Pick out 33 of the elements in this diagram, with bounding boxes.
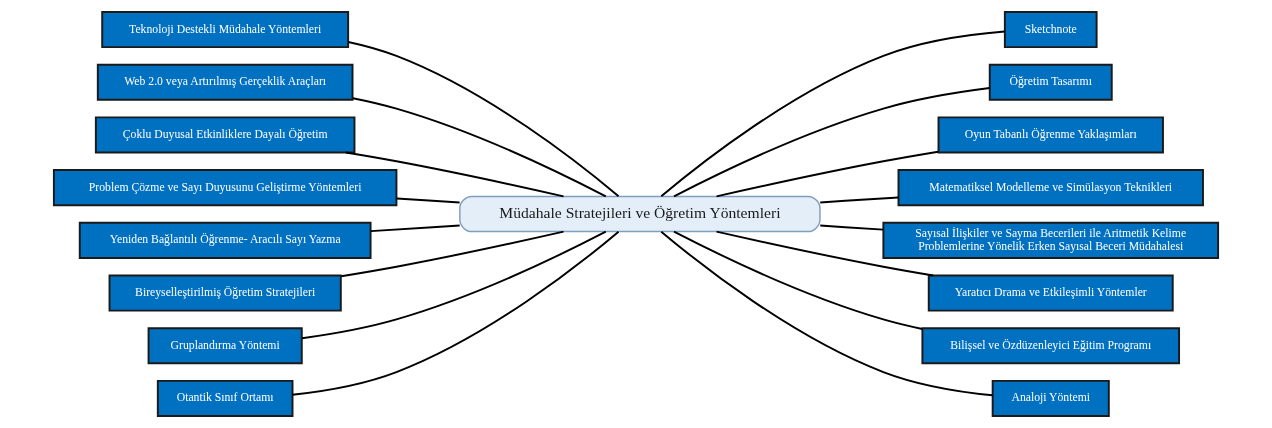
node-box: Sayısal İlişkiler ve Sayma Becerileri ile Aritmetik Kelime Problemlerine Yönelik Erken Sayısal Beceri Müdahalesi — [882, 221, 1220, 259]
node-box: Analoji Yöntemi — [991, 379, 1110, 417]
connector — [340, 230, 565, 278]
node-box: Çoklu Duyusal Etkinliklere Dayalı Öğretim — [94, 116, 356, 154]
node-box: Web 2.0 veya Artırılmış Gerçeklik Araçları — [96, 63, 354, 101]
node-box: Problem Çözme ve Sayı Duyusunu Geliştirme Yöntemleri — [52, 169, 398, 207]
connector — [347, 41, 620, 198]
connector — [291, 230, 620, 396]
node-box: Yaratıcı Drama ve Etkileşimli Yöntemler — [927, 274, 1174, 312]
connector — [660, 30, 1006, 198]
connector — [369, 224, 461, 233]
connector — [819, 224, 885, 231]
node-box: Oyun Tabanlı Öğrenme Yaklaşımları — [937, 116, 1164, 154]
connector — [344, 151, 565, 198]
connector — [673, 230, 924, 330]
node-box: Otantik Sınıf Ortamı — [156, 379, 294, 417]
connector — [351, 97, 607, 198]
connector — [673, 87, 991, 198]
connector — [819, 196, 900, 204]
node-box: Bireyselleştirilmiş Öğretim Stratejileri — [108, 274, 342, 312]
connector — [301, 230, 607, 340]
node-box: Müdahale Stratejileri ve Öğretim Yöntemleri — [459, 195, 821, 233]
node-box: Gruplandırma Yöntemi — [147, 327, 303, 365]
node-box: Bilişsel ve Özdüzenleyici Eğitim Programı — [921, 327, 1181, 365]
node-box: Öğretim Tasarımı — [988, 63, 1113, 101]
node-box: Sketchnote — [1003, 11, 1098, 49]
node-box: Teknoloji Destekli Müdahale Yöntemleri — [101, 11, 350, 49]
node-box: Matematiksel Modelleme ve Simülasyon Teknikleri — [897, 169, 1204, 207]
connector — [715, 230, 935, 277]
connector — [715, 150, 940, 198]
node-box: Yeniden Bağlantılı Öğrenme- Aracılı Sayı Yazma — [78, 221, 372, 259]
connector — [660, 230, 994, 397]
connector — [395, 197, 461, 204]
